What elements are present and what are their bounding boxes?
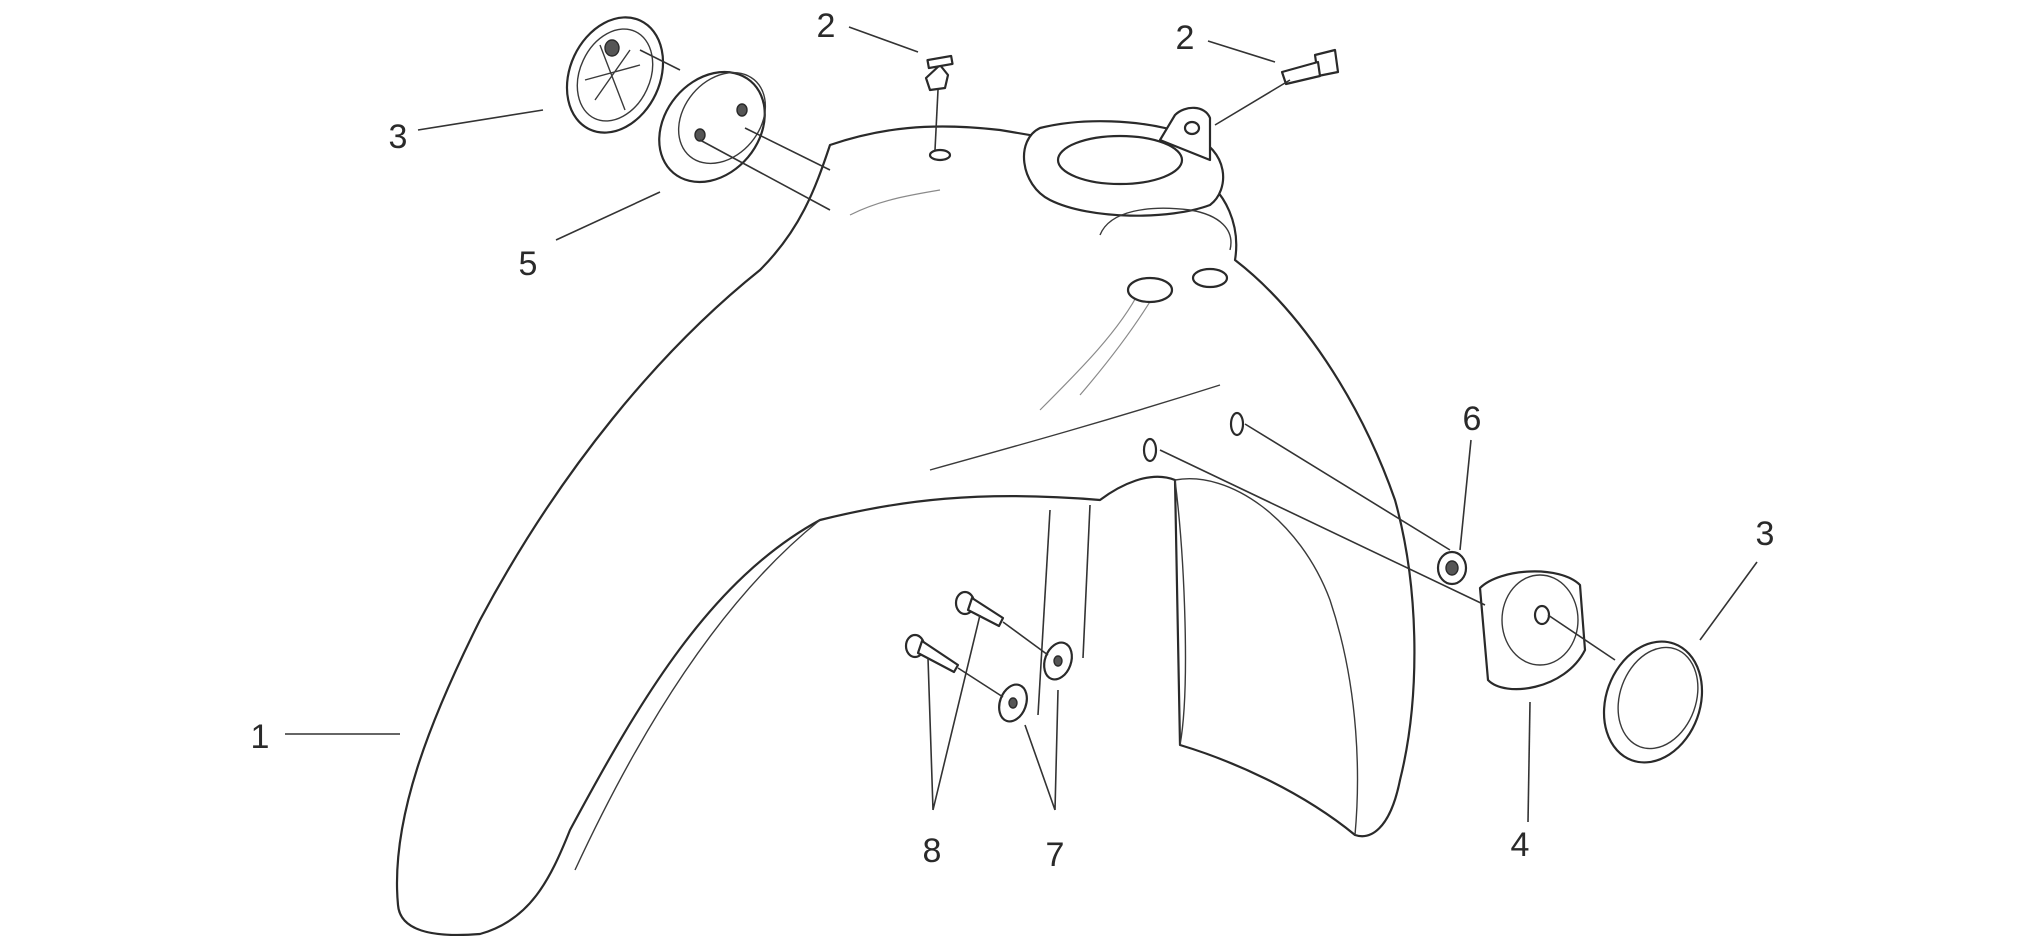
reflector-lens-right: [1602, 640, 1704, 764]
callout-1: 1: [251, 718, 270, 756]
callout-7: 7: [1046, 836, 1065, 874]
callout-8: 8: [923, 832, 942, 870]
washer-upper: [1043, 641, 1073, 681]
tapping-screw-lower: [904, 633, 960, 674]
callout-3-left: 3: [389, 118, 408, 156]
side-reflector-body: [1478, 570, 1587, 691]
callout-2-left: 2: [817, 7, 836, 45]
callout-6: 6: [1463, 400, 1482, 438]
callout-leaders: [285, 26, 1758, 823]
callout-2-right: 2: [1176, 19, 1195, 57]
reflector-housing-part: [658, 70, 767, 184]
mudguard-part: [395, 106, 1416, 937]
washer-lower: [998, 683, 1028, 723]
nut-part: [1436, 550, 1468, 586]
callout-3-right: 3: [1756, 515, 1775, 553]
screw-top-right: [1280, 48, 1340, 86]
callout-4: 4: [1511, 826, 1530, 864]
reflector-cap-left: [565, 16, 665, 134]
callout-5: 5: [519, 245, 538, 283]
tapping-screw-upper: [954, 590, 1005, 628]
callout-labels: 1 2 2 3 3 4 5 6 7 8: [251, 7, 1775, 874]
screw-top-left: [924, 54, 954, 92]
